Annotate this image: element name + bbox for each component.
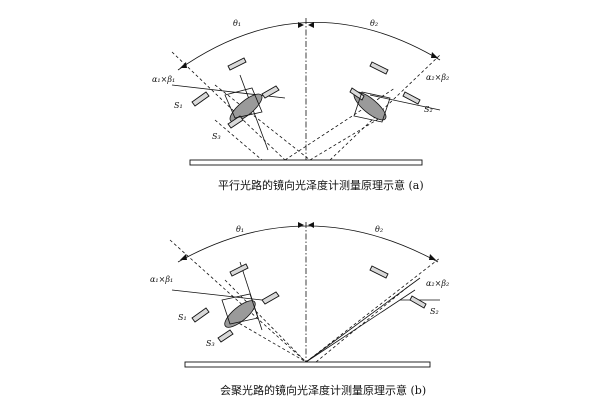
theta-left-label-b: θ₁ [236, 225, 244, 234]
aperture-s1-b [191, 307, 210, 323]
s2-label-a: S₂ [424, 105, 433, 114]
arc-arrow-right-a [431, 52, 438, 58]
incident-beam-b1 [169, 239, 307, 363]
reflected-beam-a2 [309, 117, 381, 161]
frame-left-a [224, 87, 263, 119]
reflected-beam-b4 [315, 284, 411, 363]
theta-right-label-b: θ₂ [375, 225, 383, 234]
diagram-a: θ₁ θ₂ α₁×β₁ α₂×β₂ S₁ S₂ S₃ 平行光路的镜向光泽度计测量… [152, 18, 449, 192]
caption-a: 平行光路的镜向光泽度计测量原理示意 (a) [218, 178, 424, 192]
reflected-beam-a1 [284, 87, 396, 161]
alpha-left-label-b: α₁×β₁ [150, 275, 173, 284]
incident-beam-b2 [224, 279, 307, 363]
lens-left-b [224, 300, 256, 328]
aperture-top-b [229, 263, 249, 277]
incident-beam-a1 [171, 51, 286, 161]
s2-label-b: S₂ [430, 307, 439, 316]
aperture-s1-a [191, 91, 210, 107]
ray-left-b [239, 74, 269, 151]
aperture-s3-b-1 [217, 329, 234, 343]
frame-right-a [353, 91, 391, 123]
aperture-s2-a [402, 91, 421, 105]
alpha-left-label-a: α₁×β₁ [152, 75, 175, 84]
s1-label-a: S₁ [174, 101, 183, 110]
aperture-s3-b-2 [261, 291, 280, 305]
ray-right-a [369, 94, 441, 111]
arc-arrow-center-left-a [298, 22, 304, 28]
aperture-s2-b [409, 295, 427, 309]
theta-left-label-a: θ₁ [233, 19, 241, 28]
angle-arc-a [177, 22, 441, 71]
arc-arrow-left-b [180, 254, 187, 260]
arc-arrow-center-right-b [308, 222, 314, 228]
s3-label-b: S₃ [206, 339, 215, 348]
aperture-s3-a-2 [261, 85, 280, 99]
diagram-b: θ₁ θ₂ α₁×β₁ α₂×β₂ S₁ S₂ S₃ 会聚光路的镜向光泽度计测量… [150, 222, 449, 397]
sample-surface-b [184, 361, 431, 368]
lens-left-a [229, 93, 263, 123]
theta-right-label-a: θ₂ [370, 19, 378, 28]
incident-beam-b3 [229, 317, 307, 363]
angle-arc-b [177, 225, 439, 263]
aperture-top-right-b [369, 265, 389, 279]
aperture-top-right-a [369, 61, 389, 75]
caption-b: 会聚光路的镜向光泽度计测量原理示意 (b) [220, 383, 426, 397]
s3-label-a: S₃ [212, 132, 221, 141]
reflected-beam-a3 [329, 54, 441, 161]
reflected-beam-b3 [305, 257, 441, 363]
incident-beam-a3 [214, 119, 263, 161]
aperture-s3-a-1 [227, 115, 244, 129]
arc-arrow-right-b [429, 254, 436, 260]
aperture-top-a [227, 57, 247, 71]
alpha-right-label-b: α₂×β₂ [426, 279, 449, 288]
arc-arrow-center-left-b [298, 222, 304, 228]
incident-beam-a2 [214, 84, 311, 161]
alpha-right-label-a: α₂×β₂ [426, 73, 449, 82]
s1-label-b: S₁ [178, 313, 187, 322]
arc-arrow-left-a [180, 62, 187, 68]
arc-arrow-center-right-a [308, 22, 314, 28]
frame-left-b [221, 293, 259, 325]
sample-surface-a [189, 159, 423, 166]
ray-left-b1 [171, 289, 263, 301]
